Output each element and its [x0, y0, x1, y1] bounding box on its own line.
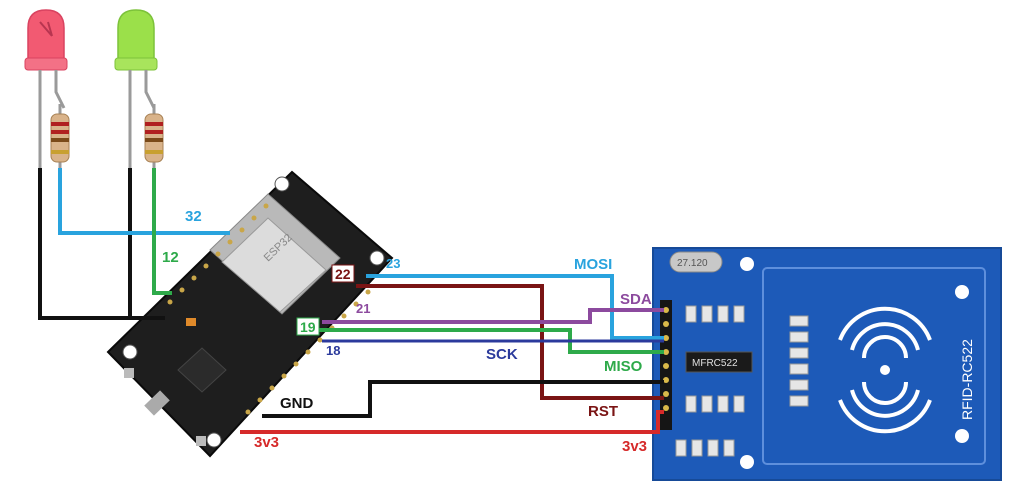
- wire-mosi: [366, 274, 664, 340]
- label-rst: RST: [588, 403, 618, 420]
- wire-led-red-gnd: [38, 168, 165, 320]
- label-pin-19: 19: [300, 319, 316, 335]
- wire-pin32: [58, 168, 230, 235]
- resistor-red-led: [50, 104, 70, 168]
- label-pin-22-box: 22: [331, 264, 355, 283]
- green-led: [114, 9, 158, 168]
- label-3v3-esp: 3v3: [254, 434, 279, 451]
- label-pin-18: 18: [326, 343, 340, 358]
- label-miso: MISO: [604, 358, 643, 375]
- rfid-board-label: RFID-RC522: [959, 339, 975, 420]
- label-pin-23: 23: [386, 256, 400, 271]
- label-gnd: GND: [280, 395, 314, 412]
- wire-sda: [322, 308, 664, 324]
- wire-3v3: [240, 410, 664, 434]
- label-pin-22: 22: [335, 266, 351, 282]
- wire-pin12: [152, 168, 172, 295]
- rfid-chip-label: MFRC522: [692, 358, 738, 369]
- label-pin-32: 32: [185, 208, 202, 225]
- label-pin-12: 12: [162, 249, 179, 266]
- label-pin-19-box: 19: [296, 317, 320, 336]
- wire-gnd: [262, 380, 664, 418]
- rfid-rc522-board: 27.120 MFRC522 RFID-RC522: [652, 247, 1002, 481]
- label-sck: SCK: [486, 346, 518, 363]
- esp32-board: ESP32: [106, 170, 394, 458]
- red-led: [24, 9, 68, 168]
- label-3v3-rfid: 3v3: [622, 438, 647, 455]
- resistor-green-led: [144, 104, 164, 168]
- label-mosi: MOSI: [574, 256, 612, 273]
- label-pin-21: 21: [356, 301, 370, 316]
- crystal-label: 27.120: [677, 258, 708, 269]
- label-sda: SDA: [620, 291, 652, 308]
